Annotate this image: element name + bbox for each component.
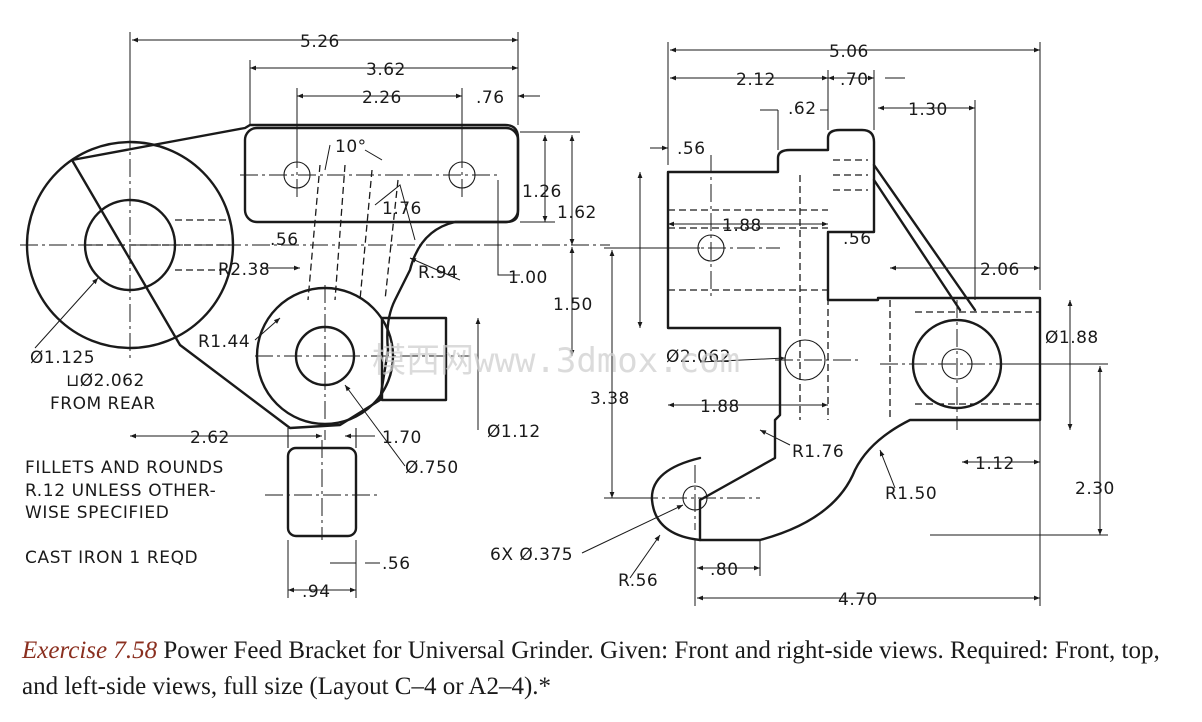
dim-176r-label: R1.76 <box>792 442 844 462</box>
dim-262-label: 2.62 <box>190 428 230 448</box>
ext-094 <box>287 540 357 598</box>
side-rib <box>872 163 977 312</box>
dim-056b-label: .56 <box>382 554 411 574</box>
side-lower-boss <box>650 456 702 542</box>
dim-526-label: 5.26 <box>300 32 340 52</box>
dim-144-label: R1.44 <box>198 332 250 352</box>
dim-150r-label: R1.50 <box>885 484 937 504</box>
front-side-boss <box>380 316 448 402</box>
dim-226-label: 2.26 <box>362 88 402 108</box>
dim-056rr-label: R.56 <box>618 571 658 591</box>
side-centerline <box>640 155 1070 530</box>
exercise-number: Exercise 7.58 <box>22 637 158 664</box>
ext-526 <box>129 32 519 140</box>
dim-188d-label: Ø1.88 <box>1045 328 1099 348</box>
dim-750-label: Ø.750 <box>405 458 459 478</box>
lead-750 <box>344 384 406 467</box>
dim-126-label: 1.26 <box>522 182 562 202</box>
lead-1125 <box>34 277 99 349</box>
dim-170-label: 1.70 <box>382 428 422 448</box>
dim-094r-label: R.94 <box>418 263 458 283</box>
front-view <box>20 32 610 598</box>
note-line3: WISE SPECIFIED <box>25 503 169 523</box>
dim-188b-label: 1.88 <box>700 397 740 417</box>
ext-162 <box>520 131 580 223</box>
dim-238-label: R2.38 <box>218 260 270 280</box>
note-material: CAST IRON 1 REQD <box>25 548 198 568</box>
lead-176r <box>759 429 791 446</box>
lead-144 <box>254 317 281 341</box>
dim-076-label: .76 <box>476 88 505 108</box>
note-line1: FILLETS AND ROUNDS <box>25 458 224 478</box>
dim-100-label: 1.00 <box>508 268 548 288</box>
dim-162-label: 1.62 <box>557 203 597 223</box>
dim-056-label: .56 <box>270 230 299 250</box>
dim-176-label: 1.76 <box>382 199 422 219</box>
dim-130-label: 1.30 <box>908 100 948 120</box>
ext-470 <box>694 420 1041 606</box>
lead-375 <box>581 504 684 554</box>
side-hidden-lines <box>668 159 1040 420</box>
lead-056r <box>629 534 661 579</box>
dim-206-label: 2.06 <box>980 260 1020 280</box>
ext-506 <box>667 42 1041 290</box>
dim-056r-label: .56 <box>677 139 706 159</box>
figure-caption: Exercise 7.58 Power Feed Bracket for Uni… <box>22 633 1192 705</box>
lead-2062 <box>699 355 786 363</box>
dim-094-label: .94 <box>302 582 331 602</box>
dim-338-label: 3.38 <box>590 389 630 409</box>
lead-10 <box>324 144 383 171</box>
dim-506-label: 5.06 <box>829 42 869 62</box>
dim-062 <box>760 109 828 150</box>
dim-230-label: 2.30 <box>1075 479 1115 499</box>
dim-062-label: .62 <box>788 99 817 119</box>
dim-2062r-label: Ø2.062 <box>666 347 731 367</box>
dim-2062-label: ⊔Ø2.062 <box>66 371 145 391</box>
caption-text: Power Feed Bracket for Universal Grinder… <box>22 637 1160 700</box>
dim-188top-label: 1.88 <box>722 216 762 236</box>
lead-150r <box>879 449 896 489</box>
dim-150-label: 1.50 <box>553 295 593 315</box>
side-view <box>581 42 1108 606</box>
dim-112-label: Ø1.12 <box>487 422 541 442</box>
watermark: 模西网www.3dmox.com <box>372 341 740 381</box>
lead-094r <box>409 257 461 281</box>
note-line2: R.12 UNLESS OTHER- <box>25 481 216 501</box>
dim-112r-label: 1.12 <box>975 454 1015 474</box>
lead-176 <box>374 184 416 241</box>
dim-212-label: 2.12 <box>736 70 776 90</box>
front-centerline <box>20 130 610 540</box>
side-upper-block <box>666 128 1042 542</box>
dim-070-label: .70 <box>840 70 869 90</box>
ext-230 <box>930 363 1108 536</box>
ext-070 <box>827 70 905 130</box>
dim-1125-label: Ø1.125 <box>30 348 95 368</box>
ext-226 <box>296 88 463 160</box>
technical-drawing: 5.26 3.62 2.26 .76 10° 1.26 1.62 1.76 .5… <box>20 32 1115 610</box>
front-hidden-slot <box>307 164 399 301</box>
dim-rear-label: FROM REAR <box>50 394 156 414</box>
dim-470-label: 4.70 <box>838 590 878 610</box>
dim-10deg-label: 10° <box>335 137 367 157</box>
dim-080-label: .80 <box>710 560 739 580</box>
ext-338 <box>604 247 700 499</box>
dim-362-label: 3.62 <box>366 60 406 80</box>
dim-056br-label: .56 <box>843 229 872 249</box>
dim-100 <box>497 180 520 276</box>
dim-375-label: 6X Ø.375 <box>490 545 573 565</box>
